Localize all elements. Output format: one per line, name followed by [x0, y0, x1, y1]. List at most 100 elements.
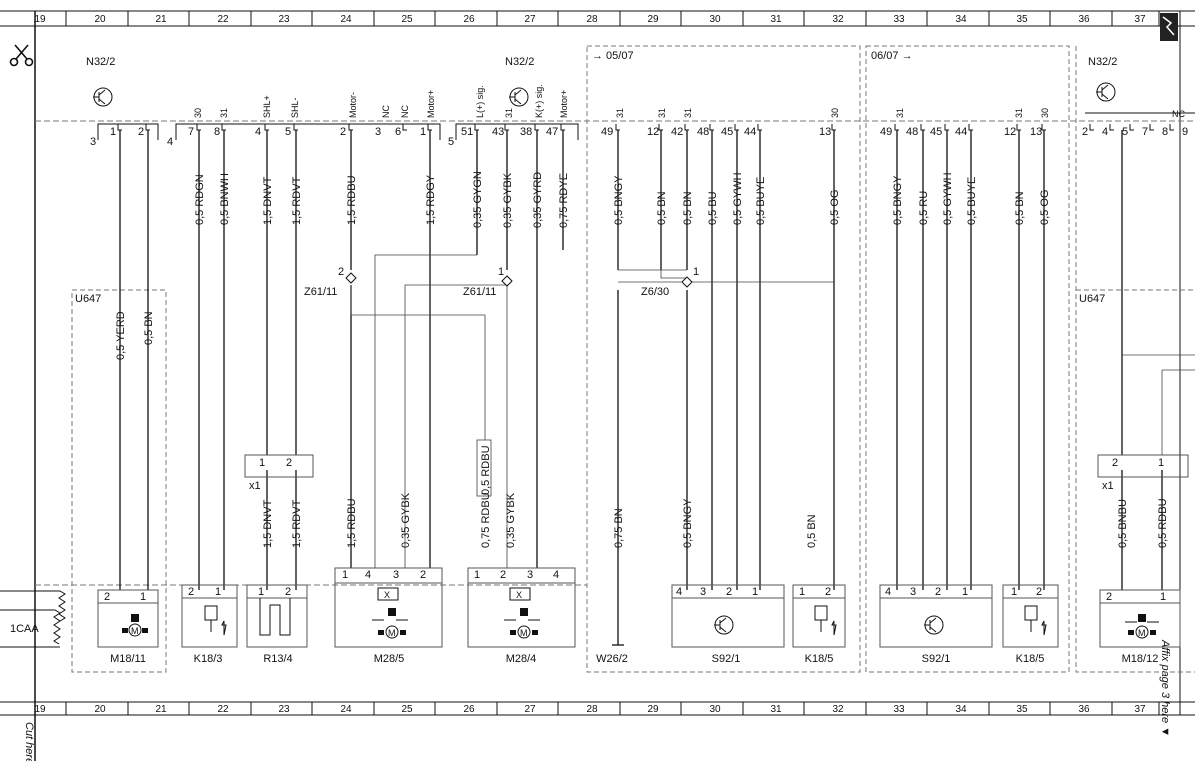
- wire-label: 0,75 BN: [613, 508, 625, 548]
- ruler-number: 27: [524, 704, 536, 715]
- component-pin: 1: [140, 591, 146, 603]
- component-label: W26/2: [596, 653, 628, 665]
- x1-connector-left: x1 1 2: [244, 454, 314, 492]
- component-label: S92/1: [712, 653, 741, 665]
- ruler-number: 20: [94, 14, 106, 25]
- component-label: M28/4: [506, 653, 537, 665]
- pin-number: 44: [744, 126, 756, 138]
- affix-page-note: Affix page 3 here ▼: [1159, 639, 1171, 737]
- ruler-number: 33: [893, 704, 905, 715]
- pin-name: Motor+: [426, 90, 436, 118]
- ruler-number: 33: [893, 14, 905, 25]
- transistor-icon: [1095, 82, 1116, 102]
- component-pins: 2 1 2 1 1 2 1 4 3 2 1 2 3 4 4 3 2 1 1 2 …: [104, 569, 1166, 603]
- wire-label: 0,5 RDBU: [480, 445, 492, 495]
- pin-number: 4: [255, 126, 261, 138]
- wire-label: 0,5 RDGN: [194, 174, 206, 225]
- component-pin: 3: [910, 586, 916, 598]
- pin-name: 31: [219, 108, 229, 118]
- pin-name: 31: [615, 108, 625, 118]
- component-pin: 1: [215, 586, 221, 598]
- pin-name: Motor-: [348, 92, 358, 118]
- ruler-number: 25: [401, 14, 413, 25]
- svg-text:X: X: [516, 590, 522, 600]
- wire-label: 0,75 RDBU: [480, 492, 492, 548]
- wire-label: 0,5 BN: [682, 191, 694, 225]
- pin-number: 1: [420, 126, 426, 138]
- wire-label: 1,5 RDVT: [291, 499, 303, 548]
- pin-number: 8: [214, 126, 220, 138]
- ruler-number: 27: [524, 14, 536, 25]
- x1-connector-right: x1 2 1: [1097, 454, 1189, 492]
- wire-label-frame: [476, 439, 492, 497]
- component-label: M28/5: [374, 653, 405, 665]
- pin-number: 45: [930, 126, 942, 138]
- ruler-number: 36: [1078, 704, 1090, 715]
- pin-name: 31: [683, 108, 693, 118]
- pin-number: 42: [671, 126, 683, 138]
- ruler-number: 32: [832, 14, 844, 25]
- pin-number: 2: [138, 126, 144, 138]
- scissors-icon: [9, 44, 34, 67]
- ruler-number: 35: [1016, 14, 1028, 25]
- routed-traces: [350, 254, 1195, 568]
- wire-label: 1,5 RDGY: [425, 174, 437, 225]
- component-pin: 1: [342, 569, 348, 581]
- pin-number: 2: [1082, 126, 1088, 138]
- wire-label: 0,35 GYBK: [400, 492, 412, 548]
- component-pin: 2: [1036, 586, 1042, 598]
- splice-number: 2: [338, 266, 344, 278]
- pin-name: L(+) sig.: [475, 85, 485, 118]
- module-label: N32/2: [86, 56, 115, 68]
- component-label: M18/12: [1122, 653, 1159, 665]
- connector-pin: 2: [286, 457, 292, 469]
- wire-label: 0,5 RU: [918, 191, 930, 225]
- sensor-icon: [814, 605, 837, 636]
- component-pin: 1: [474, 569, 480, 581]
- ruler-number: 32: [832, 704, 844, 715]
- connector-label: x1: [249, 480, 261, 492]
- wire-label: 0,5 BN: [143, 311, 155, 345]
- pin-number: 7: [188, 126, 194, 138]
- wire-label: 0,5 BUYE: [966, 177, 978, 225]
- splice-label: Z6/30: [641, 286, 669, 298]
- ruler-number: 22: [217, 704, 229, 715]
- wire-label: 0,5 BU: [707, 191, 719, 225]
- component-pin: 1: [258, 586, 264, 598]
- connector-pin: 1: [259, 457, 265, 469]
- ruler-number: 24: [340, 14, 352, 25]
- pin-number: 5: [1122, 126, 1128, 138]
- svg-text:M: M: [388, 628, 396, 638]
- ruler-number: 21: [155, 704, 167, 715]
- motor-icon: M: [1125, 614, 1159, 639]
- pin-number: 8: [1162, 126, 1168, 138]
- component-pin: 2: [188, 586, 194, 598]
- svg-text:M: M: [520, 628, 528, 638]
- wire-label: 1,5 RDBU: [346, 498, 358, 548]
- pin-number: 49: [601, 126, 613, 138]
- pin-number: 12: [647, 126, 659, 138]
- component-pin: 1: [752, 586, 758, 598]
- wire-label: 0,5 BNGY: [613, 175, 625, 225]
- wire-label: 1,5 DNVT: [262, 176, 274, 225]
- ruler-number: 35: [1016, 704, 1028, 715]
- ruler-number: 37: [1134, 704, 1146, 715]
- wire-label: 0,5 BNWH: [219, 173, 231, 225]
- wire-label: 0,5 BNBU: [1117, 499, 1129, 548]
- ruler-number: 30: [709, 14, 721, 25]
- ruler-number: 28: [586, 704, 598, 715]
- ruler-number: 23: [278, 704, 290, 715]
- page-frame: [0, 10, 1195, 761]
- wire-label: 0,5 YERD: [115, 311, 127, 360]
- brand-logo-icon: [1160, 13, 1178, 41]
- svg-text:X: X: [384, 590, 390, 600]
- component-label: K18/3: [194, 653, 223, 665]
- wire-label: 0,35 GYBK: [502, 172, 514, 228]
- harness-line: [35, 120, 1195, 586]
- pin-name: K(+) sig.: [534, 84, 544, 118]
- pin-number: 49: [880, 126, 892, 138]
- splice-markers: [345, 272, 693, 288]
- pin-name: NC: [1172, 109, 1185, 119]
- pin-number: 5: [448, 136, 454, 148]
- component-pin: 2: [935, 586, 941, 598]
